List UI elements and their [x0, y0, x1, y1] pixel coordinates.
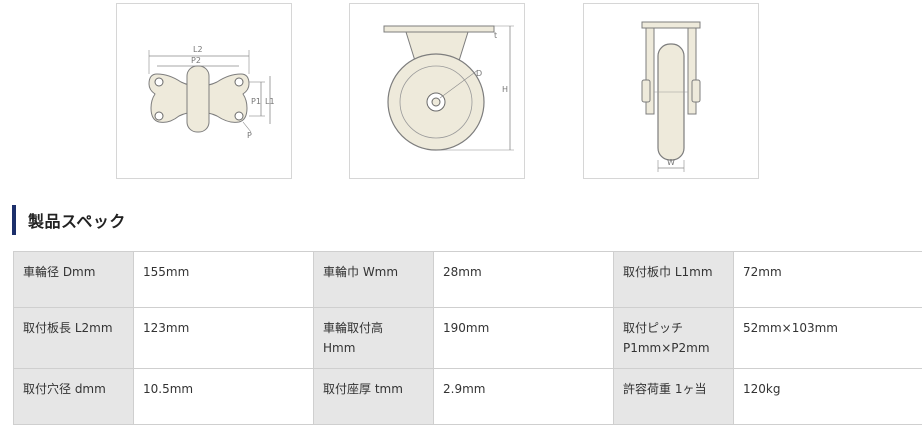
label-d: D	[476, 69, 482, 78]
spec-value: 28mm	[433, 251, 614, 308]
table-row: 車輪径 Dmm 155mm 車輪巾 Wmm 28mm 取付板巾 L1mm 72m…	[13, 251, 922, 308]
spec-label: 取付座厚 tmm	[313, 368, 434, 425]
spec-table: 車輪径 Dmm 155mm 車輪巾 Wmm 28mm 取付板巾 L1mm 72m…	[13, 251, 922, 425]
table-row: 取付穴径 dmm 10.5mm 取付座厚 tmm 2.9mm 許容荷重 1ヶ当 …	[13, 368, 922, 425]
spec-label: 車輪巾 Wmm	[313, 251, 434, 308]
spec-value: 120kg	[733, 368, 922, 425]
front-view-drawing: W	[641, 21, 701, 172]
product-diagrams: L2 P2 P1 L1 P	[0, 0, 922, 190]
front-view-diagram: W	[583, 3, 759, 179]
spec-label: 許容荷重 1ヶ当	[613, 368, 734, 425]
spec-label: 取付ピッチ P1mm×P2mm	[613, 307, 734, 369]
spec-label: 取付板巾 L1mm	[613, 251, 734, 308]
top-view-diagram: L2 P2 P1 L1 P	[116, 3, 292, 179]
label-t: t	[494, 31, 497, 40]
spec-value: 155mm	[133, 251, 314, 308]
spec-section-heading: 製品スペック	[12, 205, 126, 235]
spec-label: 取付穴径 dmm	[13, 368, 134, 425]
label-p1: P1	[251, 97, 261, 106]
side-view-drawing: H D t	[383, 25, 514, 151]
label-l1: L1	[265, 97, 275, 106]
label-h: H	[502, 85, 508, 94]
label-w: W	[667, 158, 675, 167]
spec-label: 車輪取付高 Hmm	[313, 307, 434, 369]
spec-value: 123mm	[133, 307, 314, 369]
label-p2: P2	[191, 56, 201, 65]
top-view-drawing: L2 P2 P1 L1 P	[148, 45, 275, 140]
section-title: 製品スペック	[28, 212, 126, 231]
spec-label: 車輪径 Dmm	[13, 251, 134, 308]
spec-value: 72mm	[733, 251, 922, 308]
label-l2: L2	[193, 45, 203, 54]
spec-value: 10.5mm	[133, 368, 314, 425]
spec-value: 52mm×103mm	[733, 307, 922, 369]
spec-label: 取付板長 L2mm	[13, 307, 134, 369]
side-view-diagram: H D t	[349, 3, 525, 179]
label-p: P	[247, 131, 252, 140]
heading-accent-bar	[12, 205, 16, 235]
spec-value: 190mm	[433, 307, 614, 369]
spec-value: 2.9mm	[433, 368, 614, 425]
table-row: 取付板長 L2mm 123mm 車輪取付高 Hmm 190mm 取付ピッチ P1…	[13, 307, 922, 369]
